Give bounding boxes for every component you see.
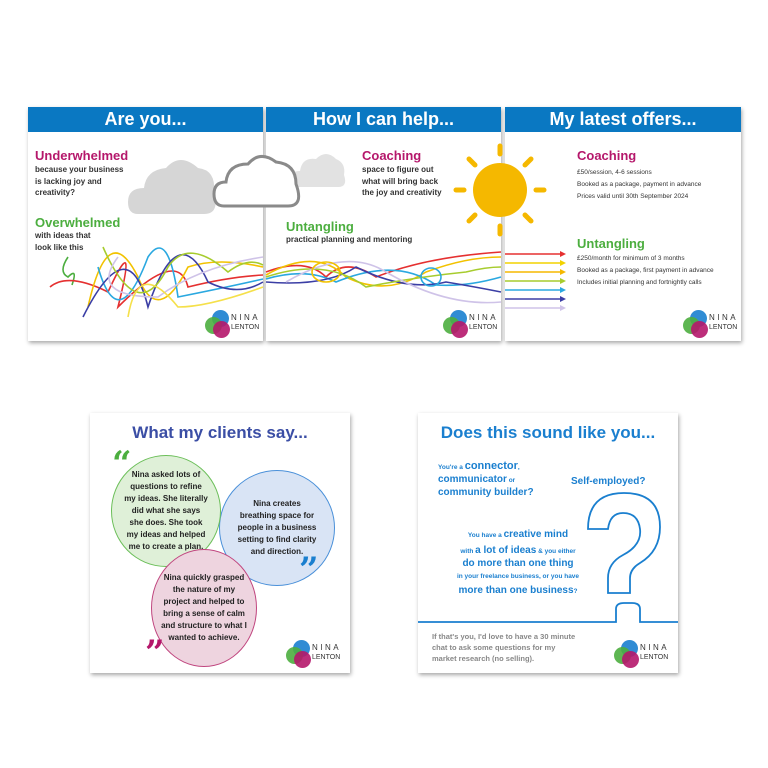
arrows <box>505 251 566 311</box>
testimonials-title: What my clients say... <box>132 423 308 442</box>
panel-are-you: Are you... Underwhelmed because your bus… <box>28 107 265 341</box>
close-quote-icon: ” <box>145 633 165 673</box>
cloud-icon <box>128 160 216 214</box>
panel-latest-offers: My latest offers... Coaching £50/session… <box>505 107 741 341</box>
overwhelmed-heading: Overwhelmed <box>35 215 121 230</box>
connector-text: You're a connector, communicator or comm… <box>438 460 534 498</box>
testimonials-card: What my clients say... Nina creates brea… <box>90 413 350 673</box>
open-quote-icon: “ <box>112 444 132 484</box>
sound-title: Does this sound like you... <box>440 423 656 442</box>
panel-how-i-can-help: How I can help... Coaching space to figu… <box>265 107 503 341</box>
question-mark-icon <box>418 492 678 623</box>
underwhelmed-heading: Underwhelmed <box>35 148 129 163</box>
wavy-lines <box>265 251 502 304</box>
sound-like-you-card: Does this sound like you... You're a con… <box>418 413 678 673</box>
creative-mind-text: You have a creative mind with a lot of i… <box>456 529 580 596</box>
coaching-heading: Coaching <box>362 148 422 163</box>
tangled-lines <box>49 246 264 318</box>
footer-text: If that's you, I'd love to have a 30 min… <box>432 632 576 663</box>
sun-icon <box>453 143 547 237</box>
self-employed-text: Self-employed? <box>571 476 646 487</box>
panel-title: Are you... <box>28 107 263 132</box>
untangling-heading: Untangling <box>577 236 645 251</box>
close-quote-icon: ” <box>299 550 319 590</box>
cloud-icon <box>290 154 346 187</box>
cloud-outline-icon <box>212 155 301 208</box>
panel-title: My latest offers... <box>505 107 741 132</box>
untangling-text: practical planning and mentoring <box>286 235 413 244</box>
untangling-heading: Untangling <box>286 219 354 234</box>
coaching-heading: Coaching <box>577 148 637 163</box>
panel-title: How I can help... <box>266 107 501 132</box>
testimonial-bubble-1: Nina asked lots of questions to refine m… <box>111 455 221 567</box>
testimonial-bubble-3: Nina quickly grasped the nature of my pr… <box>151 549 257 667</box>
